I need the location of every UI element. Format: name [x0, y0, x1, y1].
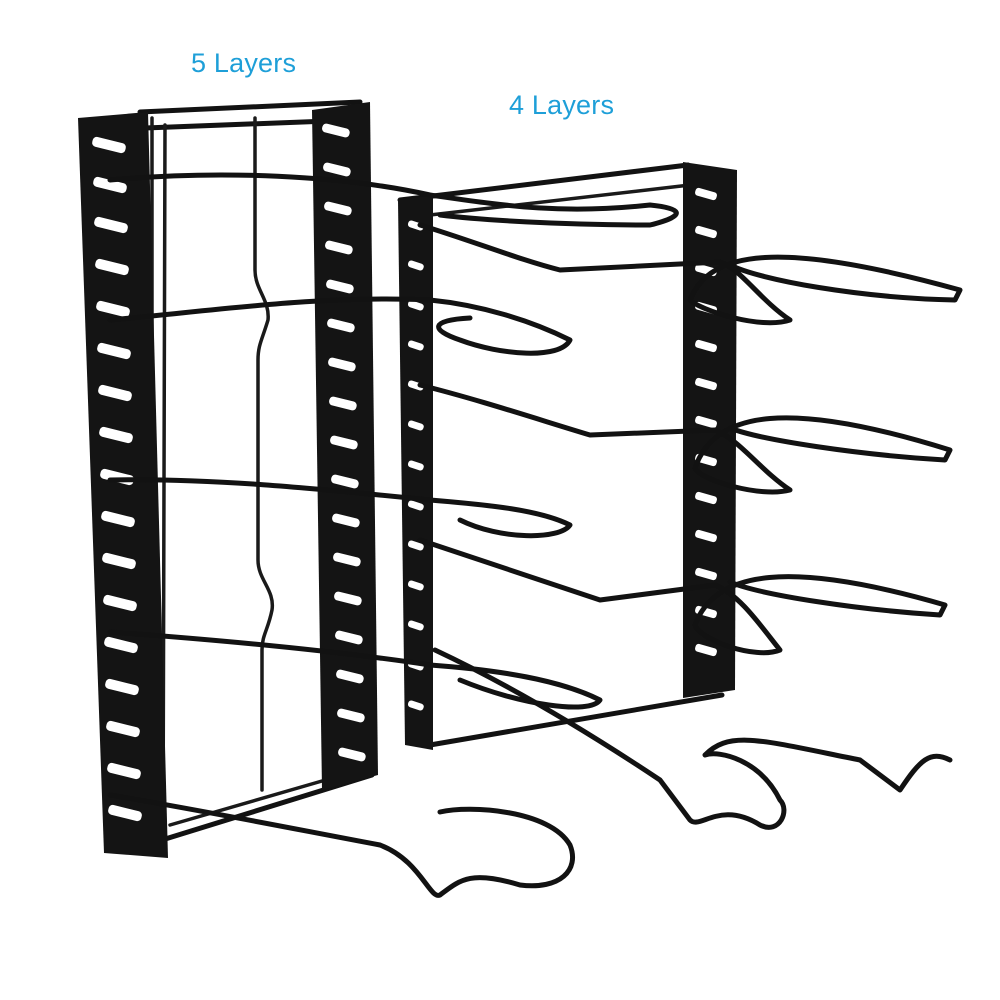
- four-layer-left-upright: [398, 195, 433, 750]
- four-layer-left-slots: [407, 220, 424, 711]
- five-layer-right-slots: [322, 123, 366, 762]
- four-layer-hooks: [417, 222, 963, 830]
- five-layer-hooks: [107, 172, 679, 898]
- four-layer-rack: [397, 162, 963, 830]
- five-layers-label: 5 Layers: [191, 48, 297, 78]
- five-layer-left-slots: [92, 136, 142, 822]
- five-layer-left-upright: [78, 112, 168, 858]
- four-layers-label: 4 Layers: [509, 90, 615, 120]
- five-layer-rack: [78, 99, 679, 898]
